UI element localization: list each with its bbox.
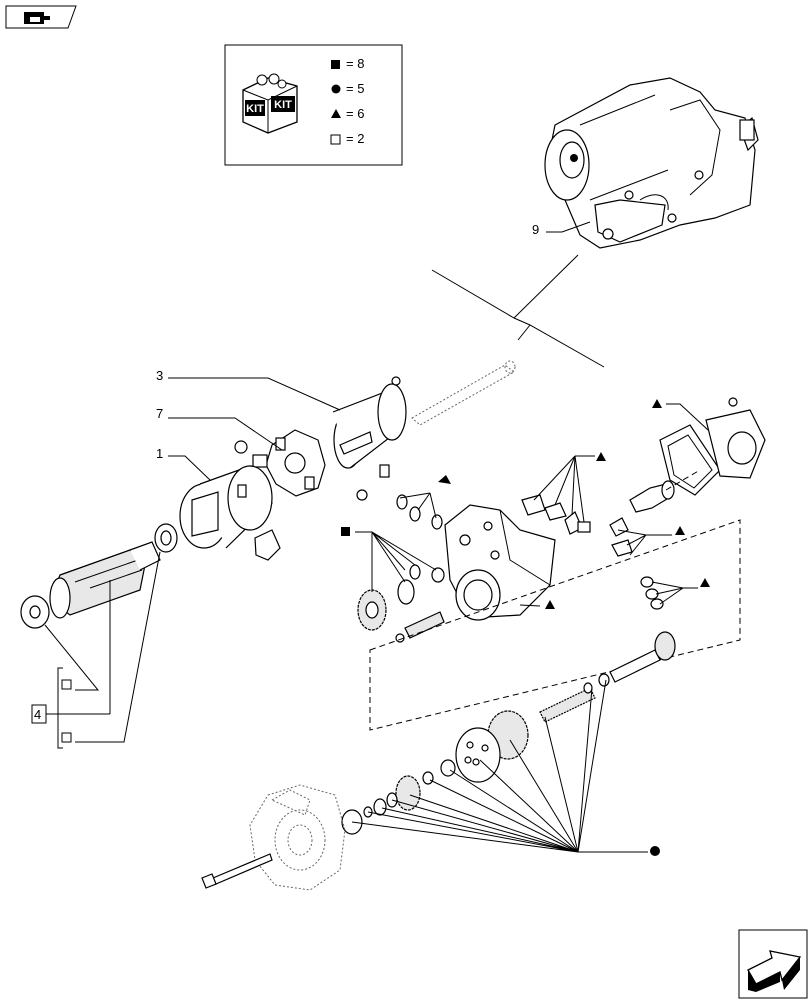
solenoid-housing bbox=[444, 504, 556, 621]
legend-value: = 2 bbox=[346, 131, 364, 146]
plunger bbox=[609, 469, 701, 557]
mounting-bolt bbox=[201, 853, 273, 889]
callout-3: 3 bbox=[156, 368, 163, 383]
kit-label-right: KIT bbox=[274, 99, 292, 111]
filled-circle-icon bbox=[650, 846, 660, 856]
filled-triangle-icon bbox=[700, 578, 710, 587]
kit-label-left: KIT bbox=[246, 103, 264, 115]
kit-box-icon: KIT KIT bbox=[242, 73, 298, 134]
callout-4: 4 bbox=[34, 707, 41, 722]
nut-bolt-group bbox=[356, 464, 451, 530]
next-page-button[interactable] bbox=[738, 929, 808, 999]
kit-bracket-4: 4 bbox=[31, 551, 161, 749]
filled-square-icon bbox=[331, 60, 340, 69]
legend-value: = 6 bbox=[346, 106, 364, 121]
field-frame bbox=[179, 465, 281, 561]
callout-9: 9 bbox=[532, 222, 539, 237]
filled-triangle-icon bbox=[331, 109, 341, 118]
pinion-shaft bbox=[539, 631, 676, 723]
planetary-gear-unit bbox=[341, 679, 660, 856]
legend-row-square: = 8 bbox=[331, 56, 364, 71]
book-arrow-icon bbox=[24, 12, 50, 24]
filled-circle-icon bbox=[331, 84, 341, 94]
nav-back-tab[interactable] bbox=[5, 5, 77, 29]
callout-1: 1 bbox=[156, 446, 163, 461]
starter-motor-assembly bbox=[544, 77, 759, 249]
open-square-icon bbox=[61, 732, 72, 743]
callout-7: 7 bbox=[156, 406, 163, 421]
idler-gear-group bbox=[341, 527, 445, 643]
filled-triangle-icon bbox=[545, 600, 555, 609]
brush-holder bbox=[234, 429, 326, 497]
legend-value: = 5 bbox=[346, 81, 364, 96]
armature bbox=[20, 541, 161, 629]
filled-triangle-icon bbox=[652, 399, 662, 408]
yoke-housing bbox=[332, 376, 407, 469]
open-square-icon bbox=[330, 134, 341, 145]
open-square-icon bbox=[61, 679, 72, 690]
legend-row-triangle: = 6 bbox=[331, 106, 364, 121]
legend-row-open-square: = 2 bbox=[330, 131, 364, 146]
washer-stack bbox=[640, 576, 710, 610]
filled-triangle-icon bbox=[675, 526, 685, 535]
kit-legend: KIT KIT = 8 = 5 = 6 = 2 bbox=[224, 44, 403, 166]
solenoid-cover bbox=[652, 397, 766, 496]
drive-housing-ghost bbox=[249, 784, 346, 891]
bearing bbox=[154, 523, 178, 553]
filled-square-icon bbox=[341, 527, 350, 536]
contact-plate-group bbox=[521, 452, 606, 535]
legend-row-circle: = 5 bbox=[331, 81, 364, 96]
filled-triangle-icon bbox=[438, 475, 451, 484]
filled-triangle-icon bbox=[596, 452, 606, 461]
arrow-right-icon bbox=[747, 950, 802, 992]
through-bolt bbox=[411, 360, 516, 426]
legend-value: = 8 bbox=[346, 56, 364, 71]
